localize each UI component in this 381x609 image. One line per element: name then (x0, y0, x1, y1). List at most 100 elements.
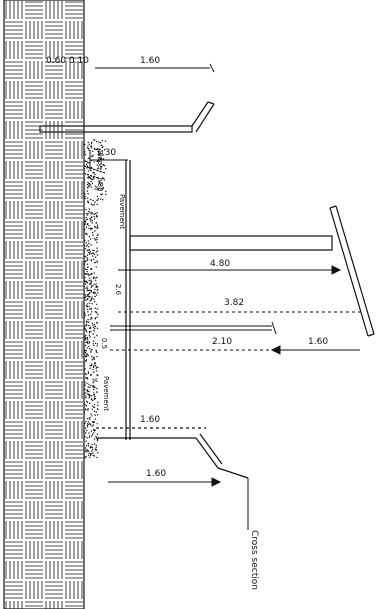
brick-cell (45, 61, 63, 79)
brick-cell (45, 81, 63, 99)
brick-cell (45, 561, 63, 579)
brick-cell (65, 321, 83, 339)
brick-cell (5, 541, 23, 559)
brick-cell (5, 461, 23, 479)
brick-cell (25, 401, 43, 419)
brick-cell (5, 301, 23, 319)
dim-lower-2: 1.60 (146, 469, 166, 479)
brick-cell (25, 461, 43, 479)
brick-cell (65, 601, 83, 607)
brick-cell (25, 541, 43, 559)
brick-cell (25, 181, 43, 199)
vertical-label-5: Pavement (102, 376, 110, 411)
brick-cell (25, 321, 43, 339)
brick-cell (65, 1, 83, 19)
brick-cell (25, 601, 43, 607)
brick-cell (5, 261, 23, 279)
brick-cell (45, 281, 63, 299)
dim-lower-1: 1.60 (140, 415, 160, 425)
top-note: 0.60 0.10 (46, 56, 89, 66)
brick-cell (5, 81, 23, 99)
dim-long-3: 2.10 (212, 337, 232, 347)
vertical-label-1: 1.80 (96, 176, 104, 192)
brick-cell (5, 161, 23, 179)
brick-cell (45, 201, 63, 219)
brick-cell (5, 21, 23, 39)
brick-cell (45, 601, 63, 609)
brick-cell (65, 281, 83, 299)
brick-cell (45, 521, 63, 539)
brick-cell (25, 521, 43, 539)
brick-cell (25, 201, 43, 219)
brick-cell (5, 201, 23, 219)
brick-cell (25, 421, 43, 439)
brick-cell (65, 501, 83, 519)
vertical-label-4: 0.5 (100, 338, 108, 349)
brick-cell (25, 81, 43, 99)
dim-long-1: 4.80 (210, 259, 230, 269)
long-beam (129, 205, 375, 337)
brick-cell (5, 421, 23, 439)
brick-cell (65, 561, 83, 579)
brick-cell (65, 261, 83, 279)
vertical-label-2: Pavement (118, 194, 126, 229)
brick-cell (45, 101, 63, 119)
brick-cell (25, 141, 43, 159)
upper-arm (39, 101, 215, 133)
brick-cell (25, 341, 43, 359)
brick-cell (25, 281, 43, 299)
brick-cell (25, 441, 43, 459)
brick-cell (65, 301, 83, 319)
bottom-caption: Cross section (249, 530, 259, 590)
brick-cell (5, 41, 23, 59)
brick-cell (25, 481, 43, 499)
brick-cell (45, 321, 63, 339)
brick-cell (65, 181, 83, 199)
dim-long-4: 1.60 (308, 337, 328, 347)
brick-cell (45, 501, 63, 519)
brick-cell (5, 561, 23, 579)
brick-cell (45, 401, 63, 419)
brick-cell (5, 521, 23, 539)
brick-cell (65, 161, 83, 179)
brick-cell (65, 421, 83, 439)
brick-cell (65, 361, 83, 379)
top-rail (95, 63, 215, 73)
brick-cell (5, 481, 23, 499)
brick-cell (65, 41, 83, 59)
brick-cell (25, 221, 43, 239)
lower-arm (96, 427, 249, 479)
brick-cell (65, 521, 83, 539)
brick-cell (25, 261, 43, 279)
brick-cell (5, 601, 23, 609)
brick-cell (45, 181, 63, 199)
brick-cell (25, 561, 43, 579)
brick-cell (5, 101, 23, 119)
brick-cell (5, 441, 23, 459)
slope-label: Slope (96, 150, 104, 169)
brick-cell (65, 201, 83, 219)
brick-cell (65, 461, 83, 479)
brick-cell (25, 301, 43, 319)
bottom-dim (108, 477, 222, 487)
brick-cell (5, 581, 23, 599)
wall-outline (3, 0, 85, 609)
brick-cell (45, 301, 63, 319)
brick-cell (25, 61, 43, 79)
brick-cell (45, 541, 63, 559)
brick-cell (25, 381, 43, 399)
brick-cell (65, 21, 83, 39)
brick-cell (65, 121, 83, 139)
brick-cell (45, 261, 63, 279)
brick-cell (65, 381, 83, 399)
brick-cell (65, 141, 83, 159)
brick-cell (65, 581, 83, 599)
brick-cell (45, 121, 63, 139)
wall-strip (3, 0, 85, 609)
brick-cell (65, 341, 83, 359)
brick-cell (5, 341, 23, 359)
brick-cell (65, 101, 83, 119)
brick-cell (25, 241, 43, 259)
brick-cell (45, 341, 63, 359)
brick-cell (45, 141, 63, 159)
